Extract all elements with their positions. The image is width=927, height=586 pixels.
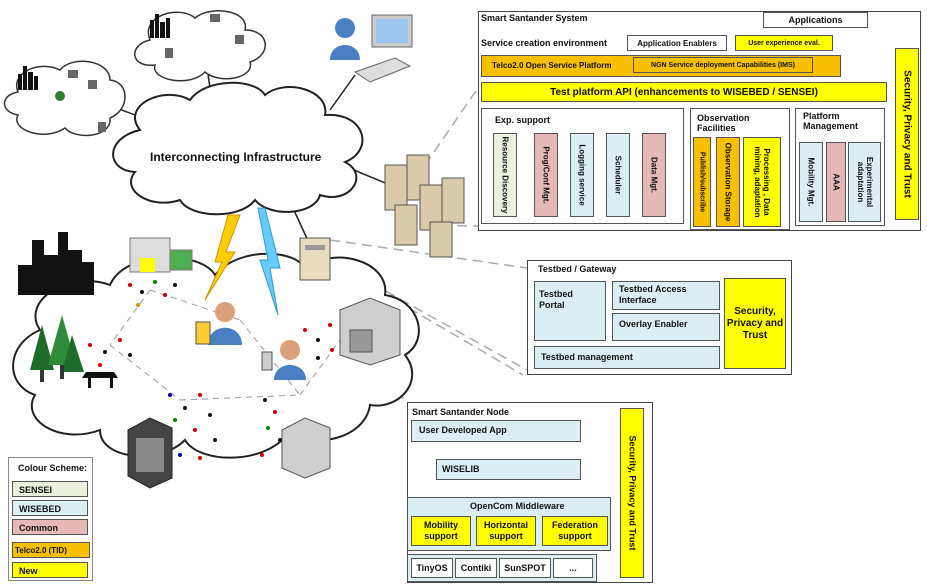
- testbed-portal-label: Testbed Portal: [539, 289, 589, 311]
- observation-title: Observation Facilities: [697, 113, 750, 133]
- pda-icon: [195, 321, 211, 345]
- mobility-mgt-box: Mobility Mgt.: [799, 142, 823, 222]
- horizontal-support-box: Horizontal support: [476, 516, 536, 546]
- gateway-security-text: Security, Privacy and Trust: [726, 305, 784, 341]
- system-security-box: Security, Privacy and Trust: [895, 48, 919, 220]
- sensor-cloud-left: [3, 60, 126, 137]
- testbed-access-label: Testbed Access Interface: [619, 284, 709, 306]
- legend-sensei: SENSEI: [12, 481, 88, 497]
- tinyos-box: TinyOS: [411, 558, 453, 578]
- building-icon-dark: [127, 417, 173, 489]
- testbed-cloud: [12, 252, 420, 459]
- legend-telco-text: Telco2.0 (TID): [15, 546, 67, 555]
- resource-discovery-box: Resource Discovery: [493, 133, 517, 217]
- building-icon: [129, 237, 193, 273]
- testbed-access-box: [612, 281, 720, 310]
- building-icon-bottom: [281, 417, 331, 479]
- mobility-support-box: Mobility support: [411, 516, 471, 546]
- legend-common: Common: [12, 519, 88, 535]
- data-mgt-box: Data Mgt.: [642, 133, 666, 217]
- node-title: Smart Santander Node: [412, 407, 510, 417]
- opencom-label: OpenCom Middleware: [470, 501, 565, 511]
- legend-new-text: New: [19, 566, 38, 576]
- sunspot-box: SunSPOT: [499, 558, 551, 578]
- gateway-title: Testbed / Gateway: [538, 264, 617, 274]
- legend-title: Colour Scheme:: [18, 463, 88, 473]
- person-icon: [208, 302, 306, 380]
- system-title: Smart Santander System: [481, 13, 588, 23]
- service-env-label: Service creation environment: [481, 38, 608, 48]
- lightning-icon-2: [257, 207, 281, 316]
- overlay-enabler-label: Overlay Enabler: [619, 319, 688, 329]
- cloud-label: Interconnecting Infrastructure: [150, 150, 322, 164]
- testbed-portal-text: Testbed Portal: [539, 289, 573, 310]
- mini-sensor-nodes: [68, 14, 244, 132]
- legend-telco: Telco2.0 (TID): [12, 542, 90, 558]
- computer-user-icon: [330, 14, 413, 83]
- phone-icon: [261, 351, 273, 371]
- legend-common-text: Common: [19, 523, 58, 533]
- exp-support-label: Exp. support: [495, 115, 551, 125]
- platform-title: Platform Management: [803, 111, 859, 131]
- sensor-cloud-top: [134, 10, 266, 82]
- gateway-security-box: Security, Privacy and Trust: [724, 278, 786, 369]
- interconnecting-cloud: [112, 81, 364, 216]
- user-app-label: User Developed App: [419, 425, 507, 435]
- testbed-mgmt-label: Testbed management: [541, 352, 633, 362]
- platform-mgmt-label: Platform Management: [803, 111, 873, 131]
- legend-wisebed-text: WISEBED: [19, 504, 62, 514]
- user-app-box: [411, 420, 581, 442]
- federation-support-box: Federation support: [542, 516, 608, 546]
- obs-storage-box: Observation Storage: [716, 137, 740, 227]
- wiselib-box: [436, 459, 581, 480]
- sensor-dots: [88, 280, 334, 460]
- exp-adapt-box: Experimental adaptation: [848, 142, 881, 222]
- gateway-server-icon: [299, 237, 331, 281]
- aaa-box: AAA: [826, 142, 846, 222]
- ngn-box: NGN Service deployment Capabilities (IMS…: [633, 57, 813, 73]
- applications-box: Applications: [763, 12, 868, 28]
- lightning-icon: [204, 214, 241, 301]
- scheduler-box: Scheduler: [606, 133, 630, 217]
- contiki-box: Contiki: [455, 558, 497, 578]
- pubsub-box: Publish/subscribe: [693, 137, 711, 227]
- logging-box: Logging service: [570, 133, 594, 217]
- legend-wisebed: WISEBED: [12, 500, 88, 516]
- testbed-mgmt-box: [534, 346, 720, 369]
- mobility-support-text: Mobility support: [424, 520, 458, 541]
- telco-platform-label: Telco2.0 Open Service Platform: [492, 61, 612, 70]
- app-enablers-box: Application Enablers: [627, 35, 727, 51]
- overlay-enabler-box: [612, 313, 720, 341]
- observation-label: Observation Facilities: [697, 113, 757, 133]
- node-security-box: Security, Privacy and Trust: [620, 408, 644, 578]
- user-exp-box: User experience eval.: [735, 35, 833, 51]
- horizontal-support-text: Horizontal support: [484, 520, 528, 541]
- server-rack-icon: [384, 154, 465, 258]
- more-os-box: ...: [553, 558, 593, 578]
- wiselib-label: WISELIB: [442, 464, 480, 474]
- test-api-bar: Test platform API (enhancements to WISEB…: [481, 82, 887, 102]
- tree-icon: [30, 315, 118, 388]
- prog-conf-box: Prog/Conf Mgt.: [534, 133, 558, 217]
- testbed-access-text: Testbed Access Interface: [619, 284, 687, 305]
- mini-skyline-icons: [18, 14, 170, 90]
- processing-box: Processing , Data mining, adaptation: [743, 137, 781, 227]
- building-icon-right: [339, 297, 401, 366]
- federation-support-text: Federation support: [551, 520, 598, 541]
- legend-new: New: [12, 562, 88, 578]
- city-skyline-icon: [18, 232, 94, 295]
- legend-sensei-text: SENSEI: [19, 485, 53, 495]
- testbed-portal-box: [534, 281, 606, 341]
